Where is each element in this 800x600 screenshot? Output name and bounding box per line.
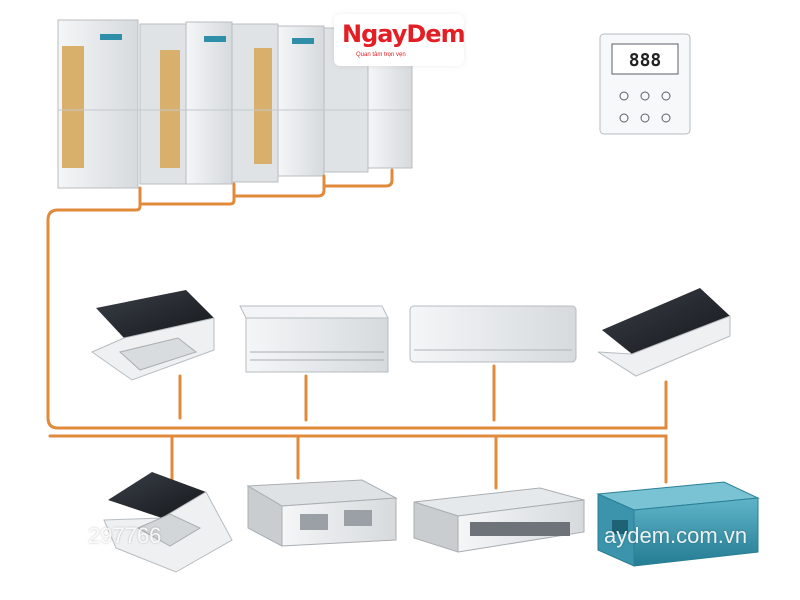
- indoor-unit-cassette-1way: [597, 288, 731, 377]
- remote-display-digits: 888: [629, 50, 662, 71]
- indoor-unit-duct-teal: [596, 481, 760, 567]
- brand-tagline: Quan tâm trọn vẹn: [356, 52, 406, 58]
- watermark-phone: 297766: [88, 523, 162, 548]
- indoor-unit-cassette-4way: [90, 290, 215, 381]
- indoor-unit-compact-cassette: [103, 472, 233, 573]
- watermark-website: aydem.com.vn: [604, 523, 748, 548]
- indoor-unit-duct-high-static: [246, 479, 398, 547]
- indoor-unit-wall-split: [409, 305, 577, 363]
- refrigerant-piping: [46, 168, 668, 490]
- brand-logo-text: NgayDem: [342, 20, 466, 48]
- brand-logo: NgayDem Quan tâm trọn vẹn: [334, 14, 466, 66]
- indoor-unit-duct-slim: [413, 487, 585, 553]
- remote-controller: [599, 33, 691, 135]
- indoor-unit-ceiling-floor: [239, 305, 389, 373]
